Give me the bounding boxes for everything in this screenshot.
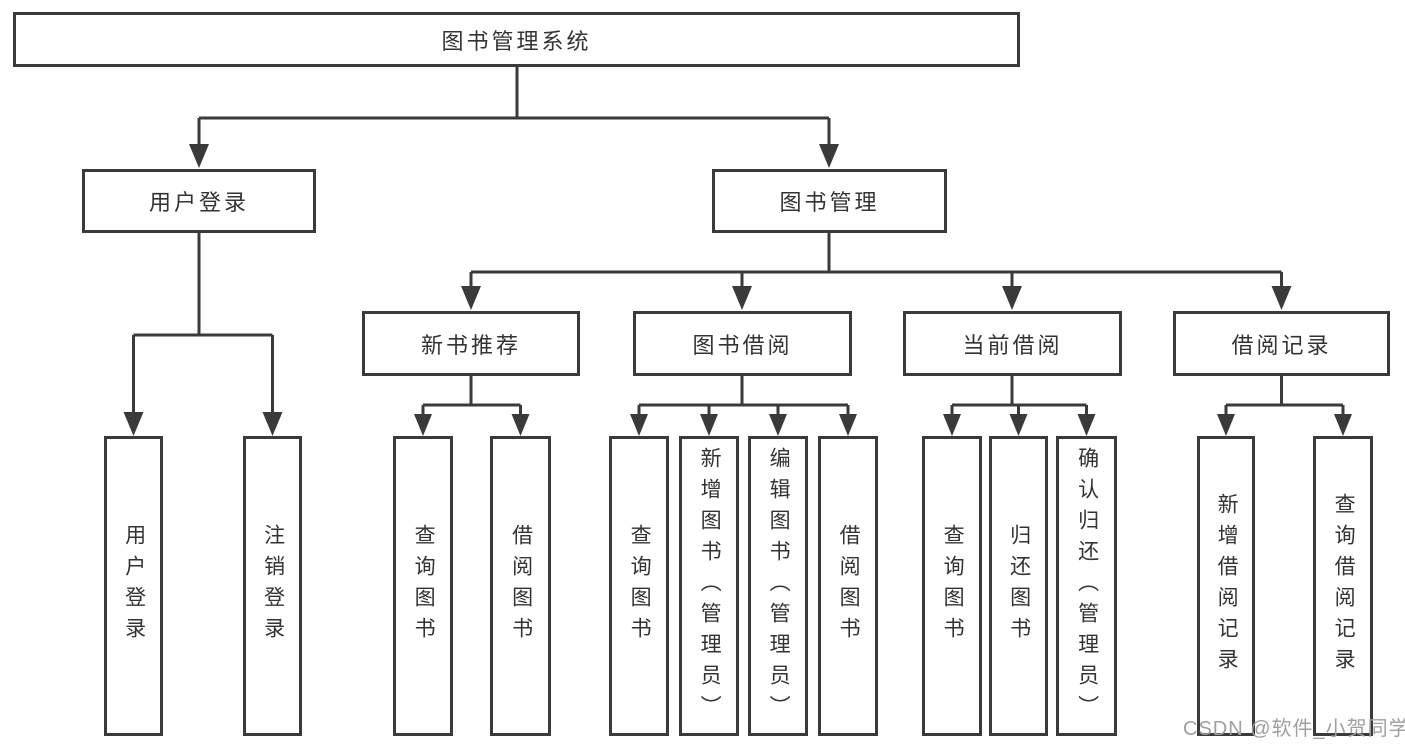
node-label: 借阅记录 — [1231, 332, 1332, 358]
connector-book-mgmt-children — [461, 232, 1292, 310]
leaf-user-login: 用户登录 — [104, 436, 163, 736]
node-user-login: 用户登录 — [82, 169, 316, 233]
leaf-confirm-return-admin: 确认归还（管理员） — [1056, 436, 1117, 736]
node-label: 借阅图书 — [509, 524, 533, 648]
leaf-add-borrow-record: 新增借阅记录 — [1197, 436, 1255, 736]
leaf-borrow-books: 借阅图书 — [818, 436, 878, 736]
node-label: 查询图书 — [941, 524, 965, 648]
leaf-return-book: 归还图书 — [989, 436, 1048, 736]
node-label: 确认归还（管理员） — [1075, 446, 1099, 726]
node-label: 当前借阅 — [962, 332, 1063, 358]
node-label: 新书推荐 — [420, 332, 521, 358]
node-root-system: 图书管理系统 — [13, 12, 1020, 67]
node-book-borrow: 图书借阅 — [633, 311, 852, 376]
connector-borrow-records-children — [1217, 376, 1352, 436]
node-label: 用户登录 — [148, 190, 249, 215]
node-label: 图书管理系统 — [441, 28, 592, 54]
node-borrow-records: 借阅记录 — [1173, 311, 1390, 376]
connector-book-borrow-children — [630, 376, 857, 436]
leaf-query-books-recommend: 查询图书 — [393, 436, 453, 736]
leaf-add-book-admin: 新增图书（管理员） — [679, 436, 739, 736]
leaf-edit-book-admin: 编辑图书（管理员） — [748, 436, 808, 736]
node-label: 查询借阅记录 — [1332, 493, 1356, 679]
node-label: 归还图书 — [1007, 524, 1031, 648]
node-label: 查询图书 — [412, 524, 436, 648]
watermark-text: CSDN @软件_小贺同学 — [1183, 718, 1405, 740]
leaf-query-books-current: 查询图书 — [922, 436, 982, 736]
node-label: 编辑图书（管理员） — [767, 446, 791, 726]
node-label: 注销登录 — [261, 524, 285, 648]
connector-new-book-children — [414, 376, 530, 436]
connector-user-login-children — [123, 233, 283, 436]
node-label: 图书借阅 — [692, 332, 793, 358]
node-label: 用户登录 — [122, 524, 146, 648]
node-label: 新增借阅记录 — [1215, 493, 1239, 679]
node-new-book-recommend: 新书推荐 — [362, 311, 580, 376]
node-label: 新增图书（管理员） — [698, 446, 722, 726]
connector-root-to-level2 — [189, 67, 839, 168]
leaf-query-books-borrow: 查询图书 — [609, 436, 669, 736]
connector-current-borrow-children — [943, 376, 1096, 436]
leaf-borrow-books-recommend: 借阅图书 — [490, 436, 551, 736]
node-label: 查询图书 — [628, 524, 652, 648]
node-book-management: 图书管理 — [712, 169, 947, 233]
node-current-borrow: 当前借阅 — [903, 311, 1122, 376]
leaf-logout: 注销登录 — [243, 436, 302, 736]
node-label: 图书管理 — [779, 190, 880, 215]
node-label: 借阅图书 — [837, 524, 861, 648]
leaf-query-borrow-record: 查询借阅记录 — [1313, 436, 1373, 736]
